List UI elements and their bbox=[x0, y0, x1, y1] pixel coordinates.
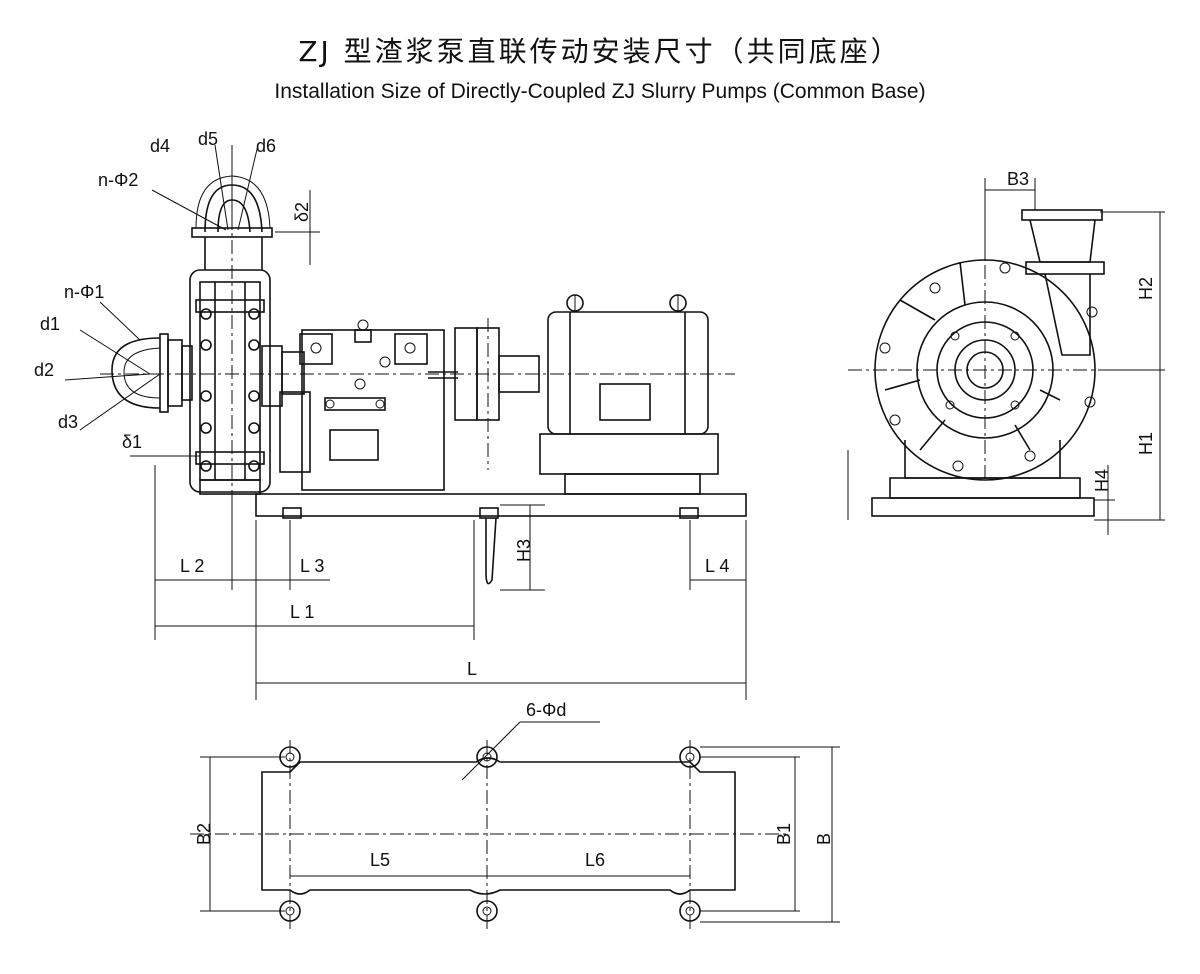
pump-casing bbox=[189, 269, 283, 495]
label-L1: L 1 bbox=[290, 602, 314, 622]
coupling bbox=[454, 318, 540, 470]
label-B3: B3 bbox=[1007, 169, 1029, 189]
label-L2: L 2 bbox=[180, 556, 204, 576]
front-view-dimensions bbox=[64, 144, 747, 700]
label-B: B bbox=[814, 833, 834, 845]
label-L4: L 4 bbox=[705, 556, 729, 576]
label-n-phi1: n-Φ1 bbox=[64, 282, 104, 302]
label-d6: d6 bbox=[256, 136, 276, 156]
label-B2: B2 bbox=[194, 823, 214, 845]
plan-view: 6-Φd B2 L5 L6 B1 B bbox=[190, 700, 840, 930]
bearing-assembly bbox=[279, 319, 458, 491]
label-H4: H4 bbox=[1092, 469, 1112, 492]
label-6-phi-d: 6-Φd bbox=[526, 700, 566, 720]
label-d2: d2 bbox=[34, 360, 54, 380]
label-L5: L5 bbox=[370, 850, 390, 870]
side-view: B3 H2 H1 H4 bbox=[847, 169, 1165, 535]
label-H1: H1 bbox=[1136, 432, 1156, 455]
label-d3: d3 bbox=[58, 412, 78, 432]
front-view: d4 d5 d6 n-Φ2 δ2 n-Φ1 d1 d2 d3 δ1 L 2 L … bbox=[34, 129, 747, 700]
label-n-phi2: n-Φ2 bbox=[98, 170, 138, 190]
inlet-elbow bbox=[111, 333, 193, 413]
label-d1: d1 bbox=[40, 314, 60, 334]
title-english: Installation Size of Directly-Coupled ZJ… bbox=[274, 80, 926, 103]
label-H2: H2 bbox=[1136, 277, 1156, 300]
title-chinese: ZJ 型渣浆泵直联传动安装尺寸（共同底座） bbox=[298, 35, 902, 68]
label-L: L bbox=[467, 659, 477, 679]
motor bbox=[539, 294, 719, 495]
label-delta2: δ2 bbox=[292, 202, 312, 222]
label-d4: d4 bbox=[150, 136, 170, 156]
label-d5: d5 bbox=[198, 129, 218, 149]
label-B1: B1 bbox=[774, 823, 794, 845]
label-delta1: δ1 bbox=[122, 432, 142, 452]
common-base bbox=[255, 493, 747, 585]
label-L6: L6 bbox=[585, 850, 605, 870]
label-H3: H3 bbox=[514, 539, 534, 562]
label-L3: L 3 bbox=[300, 556, 324, 576]
